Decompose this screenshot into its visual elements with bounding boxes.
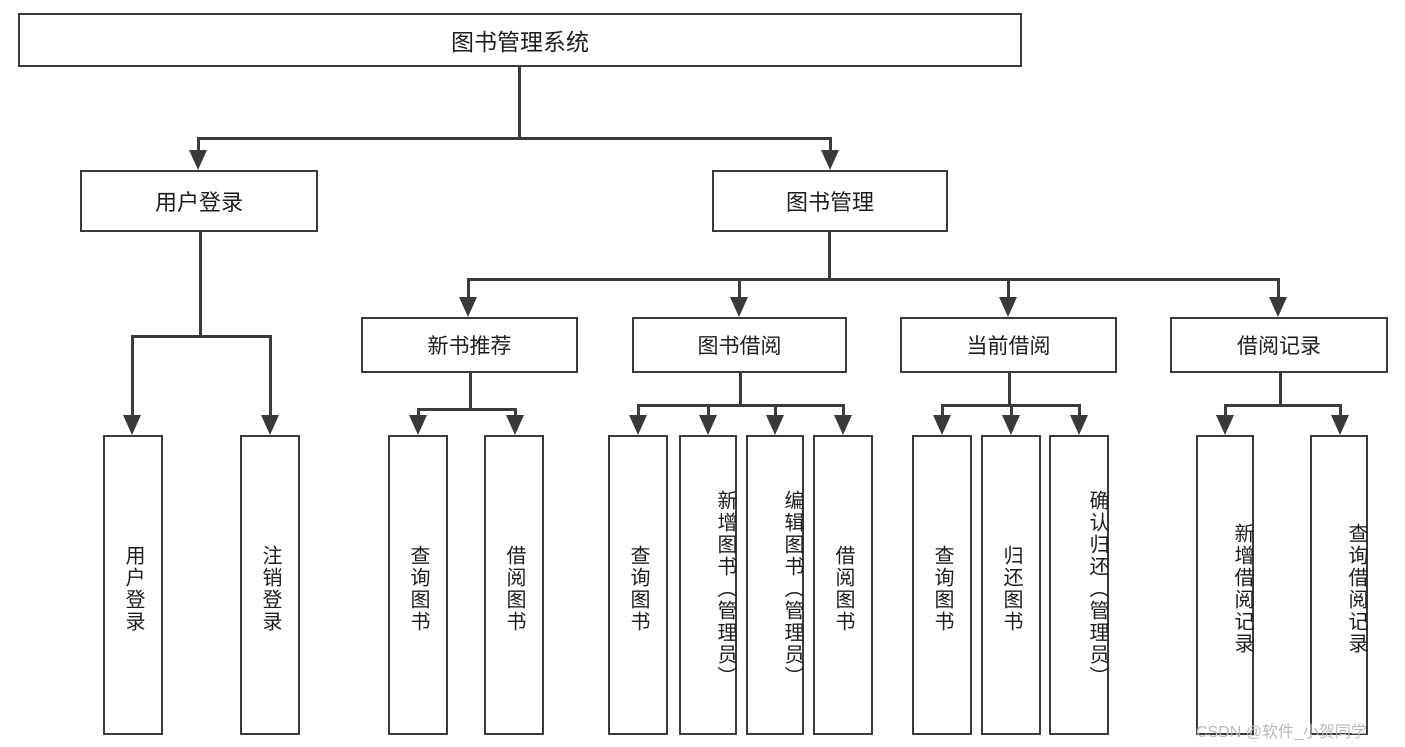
node-label: 查询借阅记录 (1345, 523, 1367, 655)
node-label: 借阅图书 (832, 545, 854, 633)
connector-horizontal (467, 278, 1279, 281)
node-label: 编辑图书（管理员） (781, 490, 803, 688)
node-leaf-add-record[interactable]: 新增借阅记录 (1196, 435, 1254, 735)
connector-arrowhead (730, 297, 748, 317)
connector-arrowhead (1070, 415, 1088, 435)
connector-vertical (1277, 278, 1280, 297)
connector-arrowhead (409, 415, 427, 435)
node-leaf-user-login[interactable]: 用户登录 (103, 435, 163, 735)
connector-vertical (774, 404, 777, 415)
connector-vertical (1010, 404, 1013, 415)
node-label: 查询图书 (627, 545, 649, 633)
watermark: CSDN @软件_小贺同学 (1196, 724, 1367, 741)
connector-arrowhead (506, 415, 524, 435)
connector-arrowhead (123, 415, 141, 435)
node-leaf-query-book-2[interactable]: 查询图书 (608, 435, 668, 735)
connector-vertical (469, 373, 472, 408)
node-leaf-edit-book[interactable]: 编辑图书（管理员） (746, 435, 804, 735)
node-label: 新增图书（管理员） (714, 490, 736, 688)
connector-vertical (738, 278, 741, 297)
node-book-borrow[interactable]: 图书借阅 (632, 317, 847, 373)
connector-arrowhead (821, 150, 839, 170)
node-leaf-query-book-1[interactable]: 查询图书 (388, 435, 448, 735)
connector-horizontal (417, 408, 514, 411)
connector-vertical (829, 137, 832, 150)
connector-vertical (131, 335, 134, 415)
node-leaf-query-record[interactable]: 查询借阅记录 (1310, 435, 1368, 735)
connector-horizontal (941, 404, 1078, 407)
connector-arrowhead (933, 415, 951, 435)
node-borrow-record[interactable]: 借阅记录 (1170, 317, 1388, 373)
connector-arrowhead (261, 415, 279, 435)
connector-arrowhead (1269, 297, 1287, 317)
connector-vertical (739, 373, 742, 404)
connector-vertical (637, 404, 640, 415)
connector-horizontal (131, 335, 269, 338)
node-label: 确认归还（管理员） (1086, 490, 1108, 688)
node-leaf-borrow-book-1[interactable]: 借阅图书 (484, 435, 544, 735)
node-leaf-return-book[interactable]: 归还图书 (981, 435, 1041, 735)
node-label: 图书借阅 (697, 335, 782, 358)
connector-arrowhead (834, 415, 852, 435)
connector-vertical (1007, 278, 1010, 297)
connector-arrowhead (1216, 415, 1234, 435)
node-book-manage[interactable]: 图书管理 (712, 170, 948, 232)
connector-arrowhead (1002, 415, 1020, 435)
node-label: 查询图书 (407, 545, 429, 633)
node-current-borrow[interactable]: 当前借阅 (900, 317, 1117, 373)
connector-vertical (197, 137, 200, 150)
node-root[interactable]: 图书管理系统 (18, 13, 1022, 67)
connector-vertical (1078, 404, 1081, 415)
node-label: 注销登录 (259, 545, 281, 633)
connector-horizontal (1224, 404, 1339, 407)
node-label: 图书管理 (785, 190, 874, 215)
connector-horizontal (197, 137, 831, 140)
connector-vertical (417, 408, 420, 415)
connector-vertical (518, 67, 521, 137)
node-new-book-rec[interactable]: 新书推荐 (361, 317, 578, 373)
node-leaf-query-book-3[interactable]: 查询图书 (912, 435, 972, 735)
node-label: 新书推荐 (427, 335, 512, 358)
node-leaf-add-book[interactable]: 新增图书（管理员） (679, 435, 737, 735)
node-label: 用户登录 (154, 190, 243, 215)
node-leaf-borrow-book-2[interactable]: 借阅图书 (813, 435, 873, 735)
node-leaf-confirm-return[interactable]: 确认归还（管理员） (1049, 435, 1109, 735)
node-label: 借阅记录 (1237, 335, 1321, 358)
node-user-login[interactable]: 用户登录 (80, 170, 318, 232)
connector-arrowhead (699, 415, 717, 435)
connector-vertical (941, 404, 944, 415)
connector-vertical (199, 232, 202, 335)
node-label: 查询图书 (931, 545, 953, 633)
node-label: 归还图书 (1000, 545, 1022, 633)
connector-arrowhead (189, 150, 207, 170)
connector-vertical (1279, 373, 1282, 404)
connector-vertical (707, 404, 710, 415)
node-label: 图书管理系统 (451, 29, 589, 55)
node-label: 新增借阅记录 (1231, 523, 1253, 655)
node-label: 用户登录 (122, 545, 144, 633)
connector-vertical (269, 335, 272, 415)
connector-vertical (1008, 373, 1011, 404)
connector-arrowhead (629, 415, 647, 435)
connector-vertical (828, 232, 831, 278)
node-leaf-logout[interactable]: 注销登录 (240, 435, 300, 735)
node-label: 当前借阅 (966, 335, 1051, 358)
connector-vertical (1339, 404, 1342, 415)
connector-arrowhead (766, 415, 784, 435)
connector-arrowhead (459, 297, 477, 317)
connector-arrowhead (999, 297, 1017, 317)
connector-vertical (467, 278, 470, 297)
connector-vertical (1224, 404, 1227, 415)
connector-vertical (842, 404, 845, 415)
connector-horizontal (637, 404, 842, 407)
node-label: 借阅图书 (503, 545, 525, 633)
connector-vertical (514, 408, 517, 415)
connector-arrowhead (1331, 415, 1349, 435)
